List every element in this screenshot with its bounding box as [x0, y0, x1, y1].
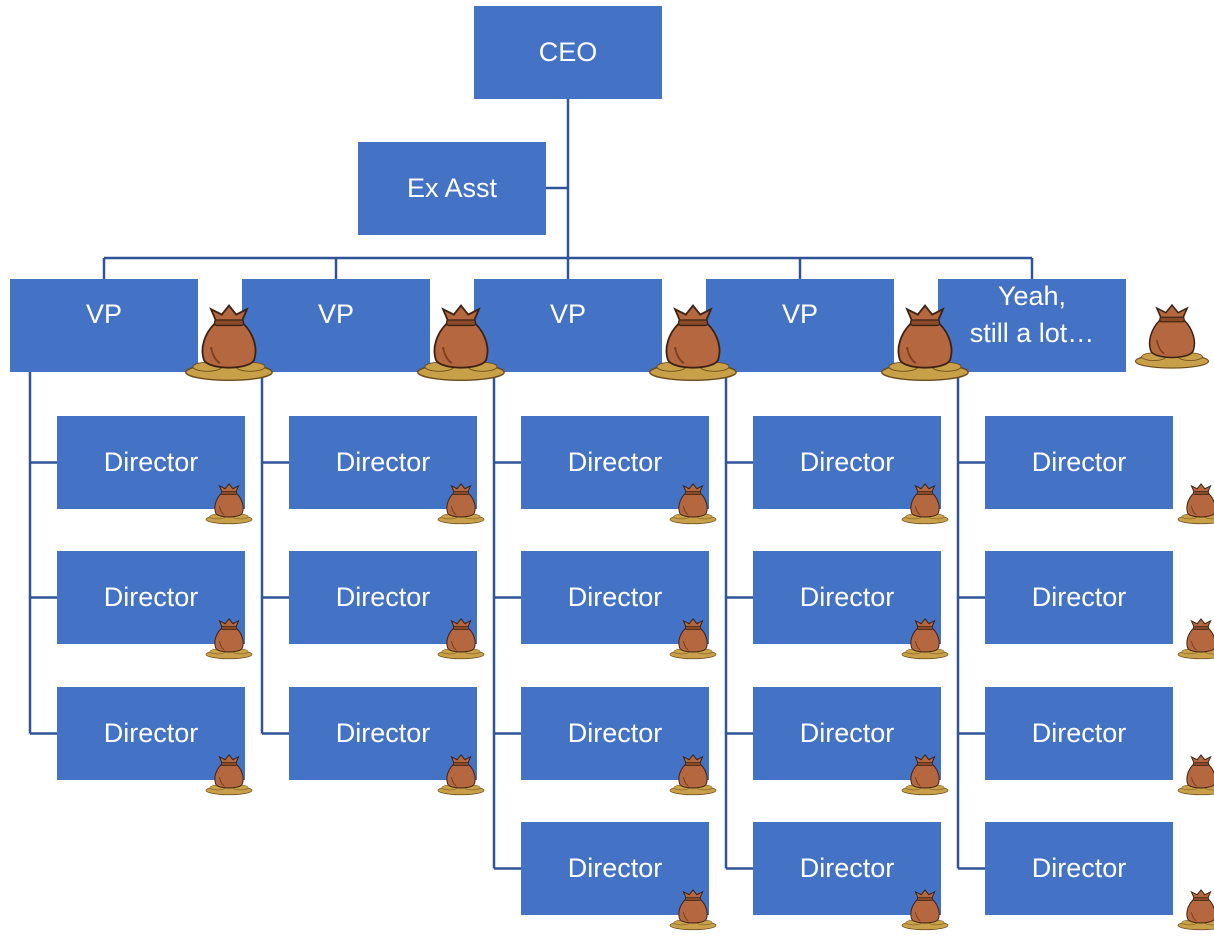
director-box: Director: [985, 416, 1173, 509]
money-bag-icon: [437, 618, 485, 660]
director-box: Director: [289, 416, 477, 509]
director-box: Director: [57, 551, 245, 644]
director-box: Director: [985, 551, 1173, 644]
director-box: Director: [753, 551, 941, 644]
director-box: Director: [521, 551, 709, 644]
director-box: Director: [57, 416, 245, 509]
money-bag-icon: [669, 754, 717, 796]
money-bag-icon: [205, 618, 253, 660]
money-bag-icon: [437, 754, 485, 796]
money-bag-icon: [901, 618, 949, 660]
money-bag-icon: [649, 304, 737, 381]
money-bag-icon: [205, 483, 253, 525]
money-bag-icon: [1134, 303, 1210, 369]
money-bag-icon: [901, 483, 949, 525]
director-box: Director: [753, 822, 941, 915]
director-box: Director: [289, 687, 477, 780]
money-bag-icon: [669, 889, 717, 931]
director-box: Director: [521, 416, 709, 509]
vp-box: Yeah, still a lot…: [938, 279, 1126, 372]
director-box: Director: [521, 822, 709, 915]
executive-assistant-box: Ex Asst: [358, 142, 546, 235]
vp-box: VP: [10, 279, 198, 372]
vp-box: VP: [474, 279, 662, 372]
money-bag-icon: [1177, 754, 1214, 796]
money-bag-icon: [437, 483, 485, 525]
money-bag-icon: [1177, 483, 1214, 525]
money-bag-icon: [669, 618, 717, 660]
director-box: Director: [985, 822, 1173, 915]
director-box: Director: [753, 416, 941, 509]
money-bag-icon: [1177, 618, 1214, 660]
vp-box: VP: [706, 279, 894, 372]
director-box: Director: [57, 687, 245, 780]
money-bag-icon: [901, 889, 949, 931]
money-bag-icon: [417, 304, 505, 381]
money-bag-icon: [185, 304, 273, 381]
money-bag-icon: [901, 754, 949, 796]
director-box: Director: [753, 687, 941, 780]
money-bag-icon: [205, 754, 253, 796]
director-box: Director: [289, 551, 477, 644]
director-box: Director: [985, 687, 1173, 780]
director-box: Director: [521, 687, 709, 780]
money-bag-icon: [881, 304, 969, 381]
vp-box: VP: [242, 279, 430, 372]
money-bag-icon: [1177, 889, 1214, 931]
ceo-box: CEO: [474, 6, 662, 99]
money-bag-icon: [669, 483, 717, 525]
